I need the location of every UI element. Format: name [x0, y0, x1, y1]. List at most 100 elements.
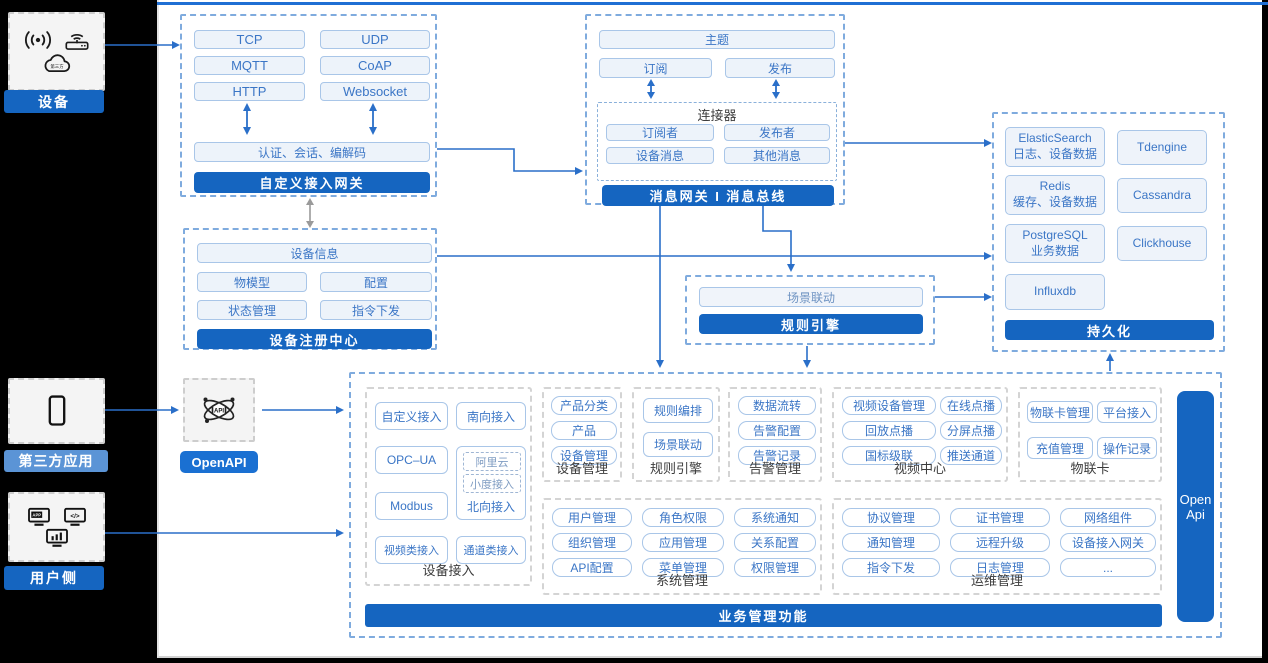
split-screen-button: 分屏点播 — [940, 421, 1002, 440]
subscriber-button: 订阅者 — [606, 124, 714, 141]
chart-monitor-icon — [45, 528, 68, 547]
device-source-box: 第三方 — [8, 12, 105, 91]
network-component-button: 网络组件 — [1060, 508, 1156, 527]
device-info-button: 设备信息 — [197, 243, 432, 263]
device-badge: 设备 — [4, 90, 104, 113]
status-mgmt-button: 状态管理 — [197, 300, 307, 320]
north-access-label: 北向接入 — [466, 500, 515, 514]
persistence-title-bar: 持久化 — [1005, 320, 1214, 340]
protocol-tcp: TCP — [194, 30, 305, 49]
command-dispatch-button: 指令下发 — [320, 300, 432, 320]
protocol-mgmt-button: 协议管理 — [842, 508, 940, 527]
video-device-mgmt-button: 视频设备管理 — [842, 396, 936, 415]
video-center-section: 视频设备管理 在线点播 回放点播 分屏点播 国标级联 推送通道 视频中心 — [832, 387, 1008, 482]
notice-mgmt-button: 通知管理 — [842, 533, 940, 552]
system-mgmt-section: 用户管理 角色权限 系统通知 组织管理 应用管理 关系配置 API配置 菜单管理… — [542, 498, 822, 595]
connector-box: 连接器 订阅者 发布者 设备消息 其他消息 — [597, 102, 837, 181]
message-bus-box: 主题 订阅 发布 连接器 订阅者 发布者 设备消息 其他消息 消息网关 I 消息… — [585, 14, 845, 206]
push-channel-button: 推送通道 — [940, 446, 1002, 465]
operation-record-button: 操作记录 — [1097, 437, 1157, 459]
aliyun-button: 阿里云 — [463, 452, 521, 471]
device-access-section: 自定义接入 南向接入 OPC–UA 阿里云 小度接入 北向接入 Modbus 视… — [365, 387, 532, 586]
svg-text:第三方: 第三方 — [50, 63, 64, 70]
permission-mgmt-button: 权限管理 — [734, 558, 816, 577]
persistence-box: ElasticSearch 日志、设备数据 Tdengine Redis 缓存、… — [992, 112, 1225, 352]
xiaodu-access-button: 小度接入 — [463, 474, 521, 493]
device-badge-label: 设备 — [38, 93, 70, 110]
protocol-coap: CoAP — [320, 56, 430, 75]
message-bus-title-bar: 消息网关 I 消息总线 — [602, 185, 834, 206]
openapi-badge-label: OpenAPI — [191, 454, 247, 470]
device-registry-box: 设备信息 物模型 配置 状态管理 指令下发 设备注册中心 — [183, 228, 437, 350]
scene-linkage-sub-button: 场景联动 — [643, 432, 713, 457]
online-vod-button: 在线点播 — [940, 396, 1002, 415]
custom-gateway-box: TCP UDP MQTT CoAP HTTP Websocket 认证、会话、编… — [180, 14, 437, 197]
north-access-group: 阿里云 小度接入 北向接入 — [456, 446, 526, 520]
connector-title: 连接器 — [697, 108, 737, 123]
device-mgmt-label: 设备管理 — [555, 461, 608, 476]
svg-text:APP: APP — [32, 512, 41, 517]
open-api-vertical-bar: Open Api — [1177, 391, 1214, 622]
svg-text:</>: </> — [70, 513, 79, 520]
data-flow-button: 数据流转 — [738, 396, 816, 415]
user-side-badge-label: 用户侧 — [30, 570, 78, 586]
org-mgmt-button: 组织管理 — [552, 533, 632, 552]
openapi-atom-icon: API — [203, 397, 235, 423]
postgresql-store: PostgreSQL 业务数据 — [1005, 224, 1105, 263]
elasticsearch-store: ElasticSearch 日志、设备数据 — [1005, 127, 1105, 167]
api-config-button: API配置 — [552, 558, 632, 577]
openapi-badge: OpenAPI — [180, 451, 258, 473]
cassandra-store: Cassandra — [1117, 178, 1207, 213]
system-mgmt-label: 系统管理 — [655, 573, 708, 588]
rule-engine-label: 规则引擎 — [649, 461, 702, 476]
third-party-badge: 第三方应用 — [4, 450, 108, 472]
iot-card-section: 物联卡管理 平台接入 充值管理 操作记录 物联卡 — [1018, 387, 1162, 482]
rule-engine-section: 规则编排 场景联动 规则引擎 — [632, 387, 720, 482]
alarm-record-button: 告警记录 — [738, 446, 816, 465]
recharge-mgmt-button: 充值管理 — [1027, 437, 1093, 459]
device-access-label: 设备接入 — [422, 563, 475, 578]
business-footer-bar: 业务管理功能 — [365, 604, 1162, 627]
tdengine-store: Tdengine — [1117, 130, 1207, 165]
command-dispatch-ops-button: 指令下发 — [842, 558, 940, 577]
protocol-http: HTTP — [194, 82, 305, 101]
custom-access-button: 自定义接入 — [375, 402, 448, 430]
rule-engine-mid-box: 场景联动 规则引擎 — [685, 275, 935, 345]
app-monitor-icon: APP — [27, 507, 50, 526]
user-side-badge: 用户侧 — [4, 566, 104, 590]
config-button: 配置 — [320, 272, 432, 292]
third-party-badge-label: 第三方应用 — [18, 453, 94, 469]
menu-mgmt-button: 菜单管理 — [642, 558, 724, 577]
modbus-button: Modbus — [375, 492, 448, 520]
ops-mgmt-label: 运维管理 — [970, 573, 1023, 588]
third-party-source-box — [8, 378, 105, 444]
device-mgmt-section: 产品分类 产品 设备管理 设备管理 — [542, 387, 622, 482]
topic-button: 主题 — [599, 30, 835, 49]
publish-button: 发布 — [725, 58, 835, 78]
alarm-config-button: 告警配置 — [738, 421, 816, 440]
svg-text:API: API — [214, 409, 224, 415]
smartphone-icon — [48, 395, 65, 426]
device-message-button: 设备消息 — [606, 147, 714, 164]
rule-orchestration-button: 规则编排 — [643, 398, 713, 423]
user-mgmt-button: 用户管理 — [552, 508, 632, 527]
device-access-gateway-button: 设备接入网关 — [1060, 533, 1156, 552]
router-icon — [64, 33, 89, 50]
business-box: 自定义接入 南向接入 OPC–UA 阿里云 小度接入 北向接入 Modbus 视… — [349, 372, 1222, 638]
protocol-mqtt: MQTT — [194, 56, 305, 75]
product-category-button: 产品分类 — [551, 396, 617, 415]
app-mgmt-button: 应用管理 — [642, 533, 724, 552]
signal-icon — [24, 30, 51, 49]
gb-cascade-button: 国标级联 — [842, 446, 936, 465]
relation-config-button: 关系配置 — [734, 533, 816, 552]
scene-linkage-button: 场景联动 — [699, 287, 923, 307]
platform-access-button: 平台接入 — [1097, 401, 1157, 423]
other-message-button: 其他消息 — [724, 147, 830, 164]
alarm-section: 数据流转 告警配置 告警记录 告警管理 — [728, 387, 822, 482]
ops-mgmt-section: 协议管理 证书管理 网络组件 通知管理 远程升级 设备接入网关 指令下发 日志管… — [832, 498, 1162, 595]
video-center-label: 视频中心 — [893, 461, 946, 476]
subscribe-button: 订阅 — [599, 58, 712, 78]
opc-ua-button: OPC–UA — [375, 446, 448, 474]
protocol-udp: UDP — [320, 30, 430, 49]
